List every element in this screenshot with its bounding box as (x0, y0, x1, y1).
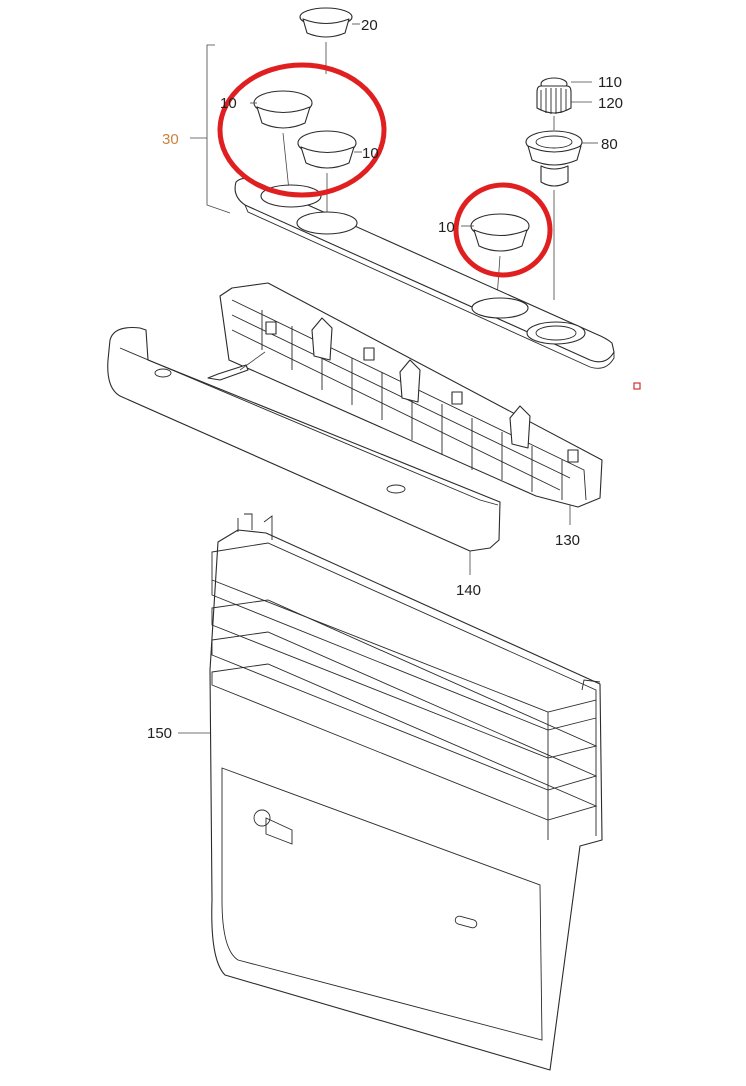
callout-10a: 10 (220, 95, 237, 112)
part-20-cap (299, 7, 360, 74)
callout-120: 120 (598, 95, 623, 112)
callout-150: 150 (147, 725, 172, 742)
highlight-circle-right-cap (453, 182, 553, 278)
callout-20: 20 (361, 17, 378, 34)
callout-80: 80 (601, 136, 618, 153)
group-30-bracket (190, 44, 231, 214)
callout-140: 140 (456, 582, 481, 599)
callout-labels: 20 10 10 10 30 110 120 80 130 140 150 (147, 17, 623, 742)
callout-10c: 10 (438, 219, 455, 236)
highlight-circles (217, 62, 553, 278)
callout-30: 30 (162, 131, 179, 148)
part-10-cap-middle (297, 130, 362, 215)
callout-110: 110 (598, 74, 622, 91)
callout-130: 130 (555, 532, 580, 549)
part-140-trim (107, 326, 501, 575)
part-10-cap-left (250, 90, 313, 201)
highlight-circle-left-caps (217, 62, 387, 198)
part-130-frame (207, 282, 603, 525)
callout-10b: 10 (362, 145, 379, 162)
small-square-marker (633, 382, 641, 390)
part-150-casing (178, 513, 603, 1071)
part-110-knob (536, 77, 592, 130)
part-10-cap-right (461, 213, 530, 313)
part-80-bezel (525, 130, 598, 300)
